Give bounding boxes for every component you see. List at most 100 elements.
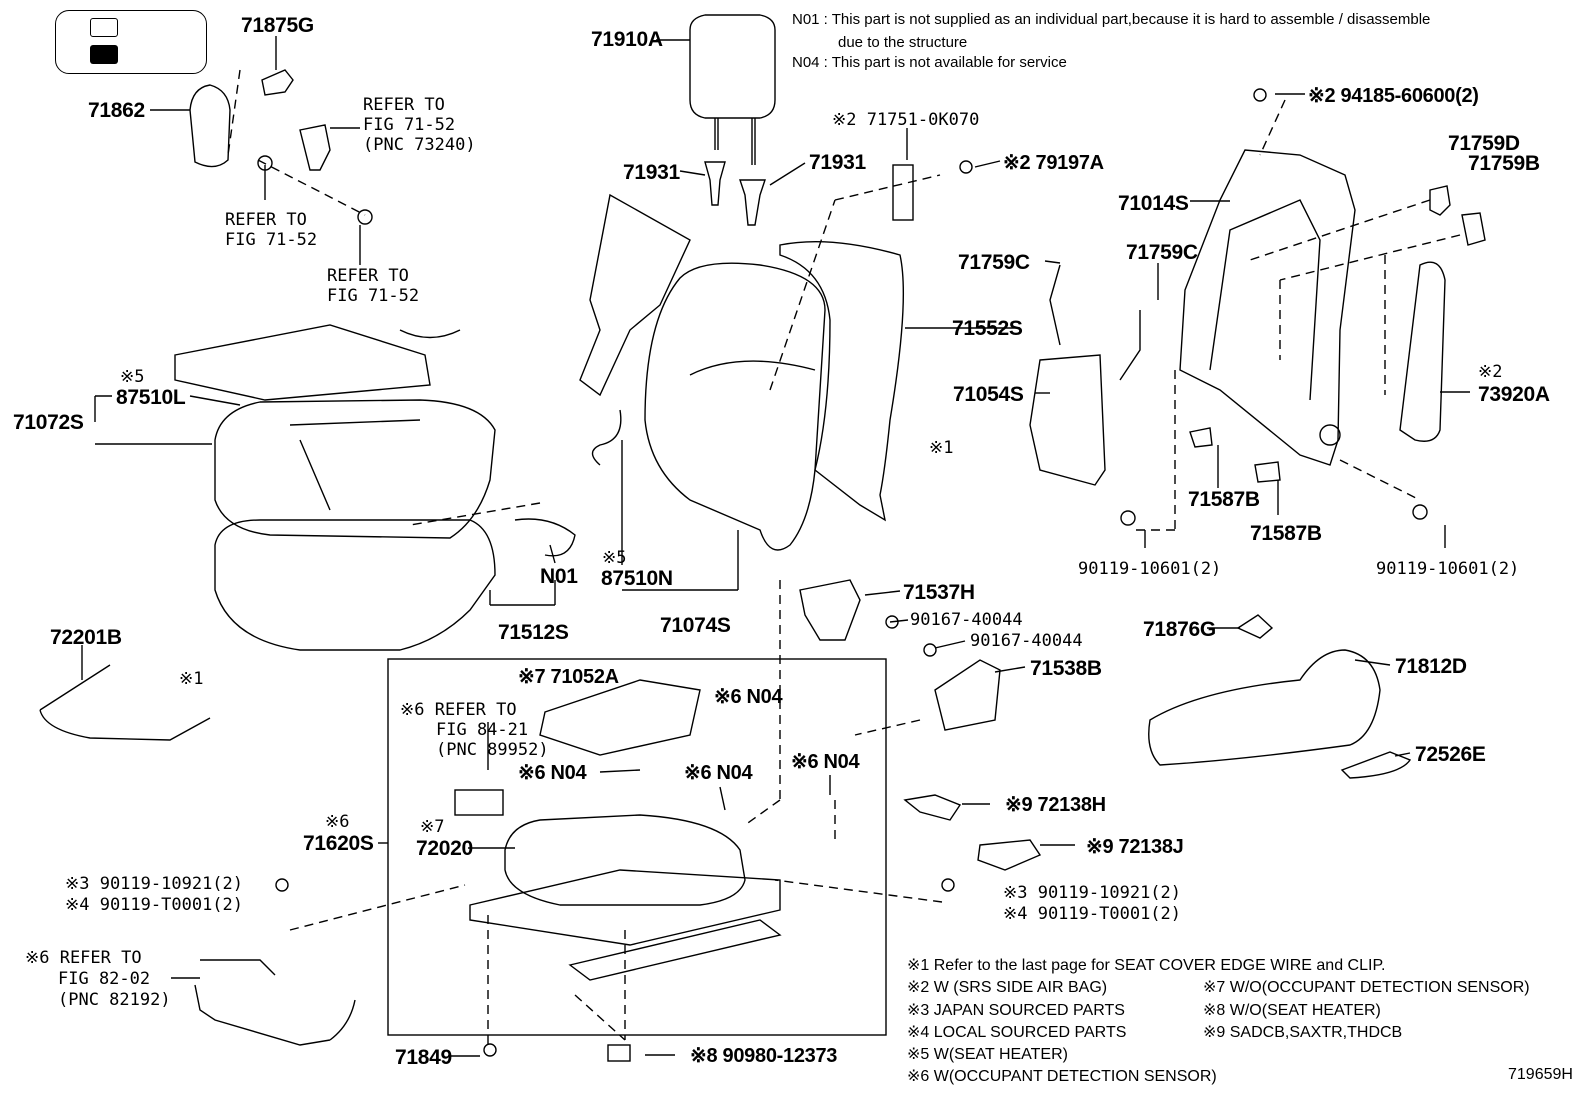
part-label-71587B-b[interactable]: 71587B — [1250, 522, 1322, 545]
part-label-71849[interactable]: 71849 — [395, 1046, 452, 1069]
refer-fig-84-21-line1[interactable]: ※6 REFER TO — [400, 700, 517, 720]
cover-71862 — [189, 84, 231, 168]
figure-id: 719659H — [1508, 1066, 1573, 1083]
part-label-71931-left[interactable]: 71931 — [623, 161, 680, 184]
part-label-90119-T0001-right[interactable]: ※4 90119-T0001(2) — [1003, 904, 1182, 924]
part-label-71875G[interactable]: 71875G — [241, 14, 314, 37]
part-label-71759C-left[interactable]: 71759C — [958, 251, 1030, 274]
refer-fig-82-02-line3[interactable]: (PNC 82192) — [58, 990, 171, 1010]
refer-fig-71-52-b-line1[interactable]: REFER TO — [225, 210, 307, 230]
part-label-71876G[interactable]: 71876G — [1143, 618, 1216, 641]
part-label-72020[interactable]: 72020 — [416, 837, 473, 860]
heater-mat — [174, 324, 431, 401]
refer-fig-71-52-c-line1[interactable]: REFER TO — [327, 266, 409, 286]
refer-fig-71-52-a-line1[interactable]: REFER TO — [363, 95, 445, 115]
part-label-71054S[interactable]: 71054S — [953, 383, 1024, 406]
part-label-72138J[interactable]: ※9 72138J — [1086, 836, 1184, 858]
note-n01-continued: due to the structure — [838, 34, 968, 51]
refer-fig-71-52-a-line2[interactable]: FIG 71-52 — [363, 115, 456, 135]
refer-fig-71-52-a-line3[interactable]: (PNC 73240) — [363, 135, 476, 155]
seatback-frame-inner — [1209, 199, 1321, 401]
seat-belt-buckle — [299, 124, 331, 171]
part-label-71759C-right[interactable]: 71759C — [1126, 241, 1198, 264]
clip-71587B-a — [1189, 427, 1213, 448]
part-label-71862[interactable]: 71862 — [88, 99, 145, 122]
refer-fig-82-02-line1[interactable]: ※6 REFER TO — [25, 948, 142, 968]
part-label-71620S[interactable]: 71620S — [303, 832, 374, 855]
footnote-9: ※9 SADCB,SAXTR,THDCB — [1203, 1024, 1403, 1041]
part-label-79197A[interactable]: ※2 79197A — [1003, 152, 1104, 174]
footnote-7: ※7 W/O(OCCUPANT DETECTION SENSOR) — [1203, 979, 1530, 996]
refer-fig-71-52-c-line2[interactable]: FIG 71-52 — [327, 286, 420, 306]
seat-shield-71812D — [1148, 649, 1381, 766]
seatback-pad — [779, 240, 905, 522]
seatback-cover — [644, 262, 826, 551]
part-label-71931-right[interactable]: 71931 — [809, 151, 866, 174]
part-label-87510L[interactable]: 87510L — [116, 386, 186, 409]
refer-fig-84-21-line3[interactable]: (PNC 89952) — [436, 740, 549, 760]
part-label-90119-10601-left[interactable]: 90119-10601(2) — [1078, 559, 1222, 579]
part-label-90167-40044-a[interactable]: 90167-40044 — [910, 610, 1023, 630]
part-label-90119-10601-right[interactable]: 90119-10601(2) — [1376, 559, 1520, 579]
seat-track-rail — [568, 919, 782, 981]
part-label-N04-b[interactable]: ※6 N04 — [518, 762, 587, 784]
part-label-72138H[interactable]: ※9 72138H — [1005, 794, 1106, 816]
part-label-71512S[interactable]: 71512S — [498, 621, 569, 644]
part-label-90119-10921-right[interactable]: ※3 90119-10921(2) — [1003, 883, 1182, 903]
refer-fig-71-52-b-line2[interactable]: FIG 71-52 — [225, 230, 318, 250]
seatback-frame — [1179, 149, 1356, 466]
part-label-73920A[interactable]: 73920A — [1478, 383, 1550, 406]
part-label-90167-40044-b[interactable]: 90167-40044 — [970, 631, 1083, 651]
mark-7-seat-pan: ※7 — [420, 817, 445, 837]
part-label-71538B[interactable]: 71538B — [1030, 657, 1102, 680]
seatback-seam — [689, 360, 816, 376]
part-label-71074S[interactable]: 71074S — [660, 614, 731, 637]
part-label-71552S[interactable]: 71552S — [952, 317, 1023, 340]
bracket-71538B — [934, 659, 1001, 731]
note-n01: N01 : This part is not supplied as an in… — [792, 11, 1431, 28]
mark-2-airbag: ※2 — [1478, 362, 1503, 382]
part-label-71052A[interactable]: ※7 71052A — [518, 666, 619, 688]
part-label-71759B[interactable]: 71759B — [1468, 152, 1540, 175]
part-label-71910A[interactable]: 71910A — [591, 28, 663, 51]
part-label-71759D[interactable]: 71759D — [1448, 132, 1520, 155]
bracket-71751 — [892, 164, 914, 221]
fasteners — [257, 88, 1428, 1062]
bracket-71537H — [799, 579, 861, 641]
edge-wire-72201B — [39, 664, 211, 741]
refer-fig-84-21-line2[interactable]: FIG 84-21 — [436, 720, 529, 740]
cushion-wire — [514, 518, 576, 557]
part-label-N04-c[interactable]: ※6 N04 — [684, 762, 753, 784]
part-label-N04-a[interactable]: ※6 N04 — [714, 686, 783, 708]
part-label-72526E[interactable]: 72526E — [1415, 743, 1486, 766]
part-label-N01[interactable]: N01 — [540, 565, 578, 588]
part-label-71072S[interactable]: 71072S — [13, 411, 84, 434]
part-label-94185-60600[interactable]: ※2 94185-60600(2) — [1308, 85, 1479, 107]
seat-cushion-cover — [214, 399, 496, 539]
footnote-8: ※8 W/O(SEAT HEATER) — [1203, 1002, 1381, 1019]
part-label-71537H[interactable]: 71537H — [903, 581, 975, 604]
part-label-87510N[interactable]: 87510N — [601, 567, 673, 590]
part-label-71812D[interactable]: 71812D — [1395, 655, 1467, 678]
assembly-dashed-lines — [227, 69, 1461, 1045]
footnote-4: ※4 LOCAL SOURCED PARTS — [907, 1024, 1127, 1041]
part-label-90119-T0001-left[interactable]: ※4 90119-T0001(2) — [65, 895, 244, 915]
seat-track-frame — [469, 869, 781, 946]
seat-track-group-box — [387, 658, 887, 1036]
part-label-71014S[interactable]: 71014S — [1118, 192, 1189, 215]
ecu-box — [454, 789, 504, 816]
part-label-N04-d[interactable]: ※6 N04 — [791, 751, 860, 773]
part-label-90980-12373[interactable]: ※8 90980-12373 — [690, 1045, 838, 1067]
part-label-90119-10921-left[interactable]: ※3 90119-10921(2) — [65, 874, 244, 894]
refer-fig-82-02-line2[interactable]: FIG 82-02 — [58, 969, 151, 989]
lumbar-wires — [1049, 264, 1141, 381]
occupant-mat-71052A — [539, 679, 701, 756]
part-label-71751-0K070[interactable]: ※2 71751-0K070 — [832, 110, 980, 130]
part-label-71587B-a[interactable]: 71587B — [1188, 488, 1260, 511]
headrest-support-right — [739, 179, 766, 226]
plate-72138H — [903, 794, 962, 821]
leader-lines — [81, 36, 1470, 1057]
cushion-seams — [289, 419, 421, 511]
part-label-72201B[interactable]: 72201B — [50, 626, 122, 649]
